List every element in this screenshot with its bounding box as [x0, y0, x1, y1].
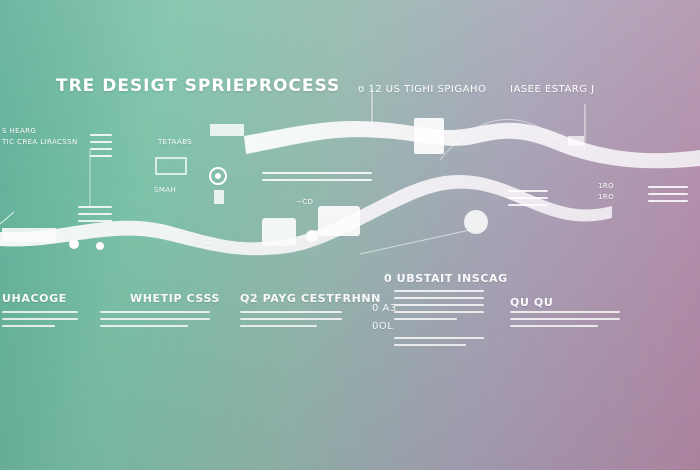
column-1-heading: UHACOGE — [2, 292, 67, 305]
right-label-a: 1RO — [598, 182, 615, 190]
ribbon-block-b — [262, 218, 296, 246]
column-4-text — [394, 290, 484, 351]
column-4-number-b: 0OL — [372, 321, 394, 332]
stage-a-label-2: TIC CREA LIRACSSN — [2, 138, 78, 146]
header-label-right: IASEE ESTARG J — [510, 84, 595, 95]
text-lines-c — [78, 206, 112, 227]
doc-icon-3 — [568, 136, 584, 146]
doc-icon-1 — [155, 157, 187, 175]
guide-curve — [439, 119, 561, 161]
column-4-heading: 0 UBSTAIT INSCAG — [384, 272, 508, 285]
ribbon-block-a — [2, 228, 56, 242]
guide-line-5 — [0, 211, 15, 225]
text-lines-e — [648, 186, 688, 207]
stage-c-label: SMAH — [154, 186, 177, 194]
node-circle-2 — [96, 242, 104, 250]
ribbon-block-e — [210, 124, 244, 136]
doc-icon-2 — [214, 190, 224, 204]
column-1-text — [2, 311, 78, 332]
node-circle-3 — [209, 167, 227, 185]
column-3-text — [240, 311, 342, 332]
right-label-b: 1RO — [598, 193, 615, 201]
column-5-text — [510, 311, 620, 332]
ribbon-lower — [0, 174, 612, 256]
node-circle-1 — [69, 239, 79, 249]
column-2-text — [100, 311, 210, 332]
text-lines-b — [262, 172, 372, 186]
column-4-number-a: 0 A3 — [372, 303, 397, 314]
node-circle-6 — [306, 230, 318, 242]
stage-a-label-1: S HEARG — [2, 127, 37, 135]
marker-cd-label: ~CD — [196, 238, 214, 246]
text-lines-d — [508, 190, 548, 211]
marker-cd-label-2: ~CD — [296, 198, 314, 206]
node-circle-5 — [464, 210, 488, 234]
stage-b-label: TETAABS — [158, 138, 193, 146]
ribbon-block-c — [318, 206, 360, 236]
node-circle-4 — [215, 173, 221, 179]
column-5-heading: QU QU — [510, 296, 554, 309]
text-lines-a — [90, 134, 112, 162]
guide-line-4 — [359, 229, 471, 255]
ribbon-block-d — [414, 118, 444, 154]
column-3-heading: Q2 PAYG CESTFRHNN — [240, 292, 381, 305]
header-label-center: ʊ 12 US TIGHI SPIGAHO — [358, 84, 487, 95]
column-2-heading: WHETIP CSSS — [130, 292, 220, 305]
ribbon-upper — [244, 120, 700, 169]
diagram-title: TRE DESIGT SPRIEPROCESS — [56, 76, 341, 96]
